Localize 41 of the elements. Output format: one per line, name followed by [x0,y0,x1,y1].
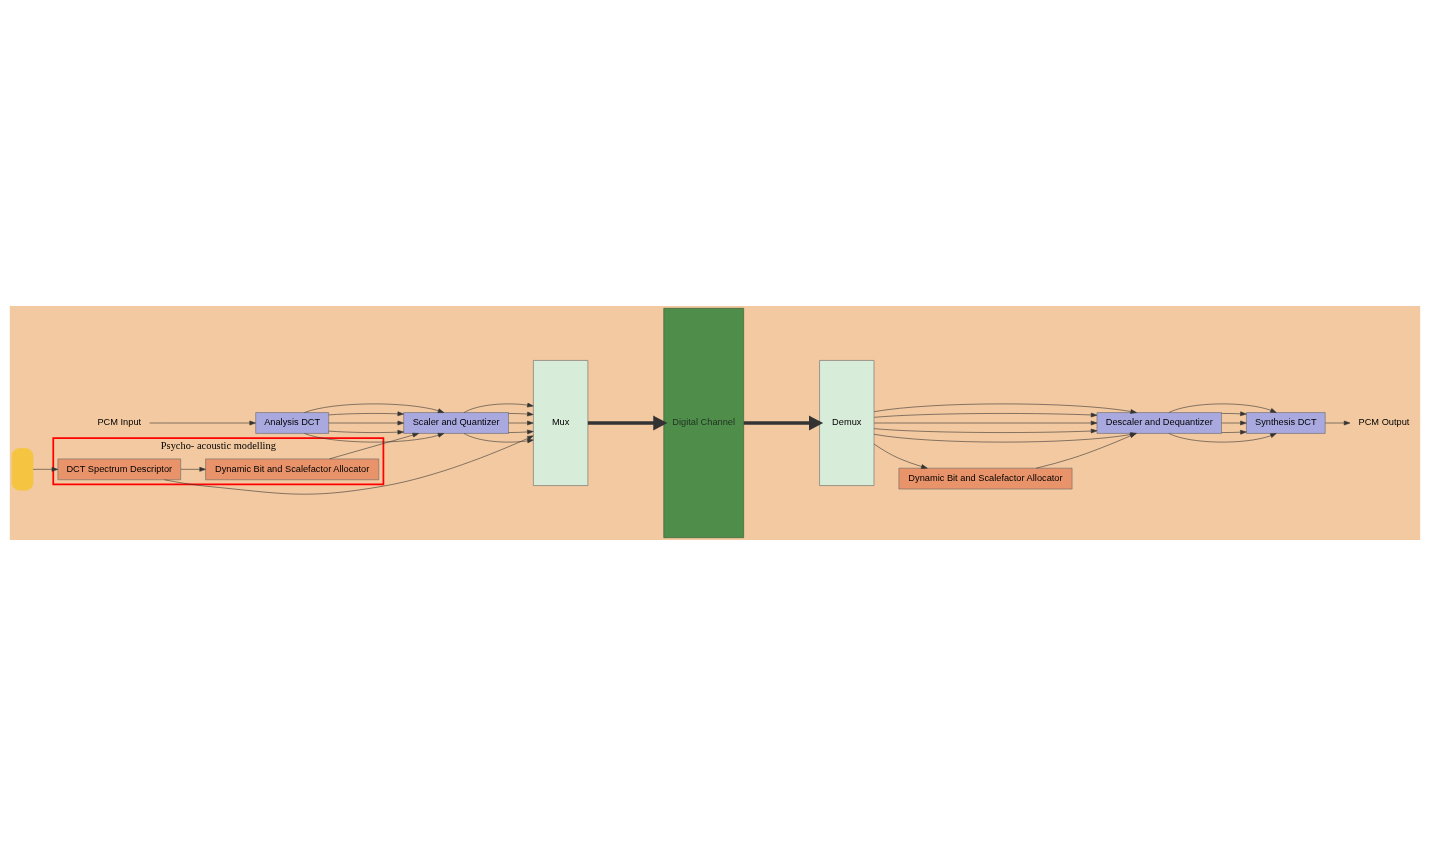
node-box: DCT Spectrum Descriptor [57,458,181,481]
arrow [507,420,534,426]
arrow [873,420,1097,426]
node-box: Descaler and Dequantizer [1096,412,1222,434]
arrow [873,443,928,469]
arrow [303,403,444,413]
arrow [327,411,404,417]
arrow [743,415,823,431]
node-box: Analysis DCT [254,412,329,434]
arrow [327,429,404,435]
arrow [1220,420,1247,426]
arrow [1220,411,1247,417]
arrow [1220,429,1247,435]
arrow [587,415,667,431]
arrow [1168,433,1277,443]
node-box: Dynamic Bit and Scalefactor Allocator [204,458,379,481]
node-box: Dynamic Bit and Scalefactor Allocator [898,467,1072,490]
arrow [463,402,534,413]
arrow [463,433,534,444]
node-text: PCM Input [96,417,141,428]
arrow [873,428,1097,434]
arrow [328,432,419,460]
arrow [873,412,1097,418]
arrow [873,403,1137,414]
node-box [11,448,33,491]
arrow [507,429,534,435]
arrow [180,467,206,472]
arrow [163,435,534,495]
node-box: Synthesis DCT [1245,412,1325,434]
node-text: PCM Output [1358,417,1409,428]
node-box: Mux [532,360,588,486]
node-box: Scaler and Quantizer [402,412,509,434]
arrow [148,420,256,426]
arrow [32,467,58,472]
arrow [507,411,534,417]
arrow [1168,403,1277,413]
arrow [303,433,444,443]
node-box: Demux [818,360,874,486]
node-box: Digital Channel [662,308,744,538]
arrow [327,420,404,426]
arrow [1324,420,1350,426]
